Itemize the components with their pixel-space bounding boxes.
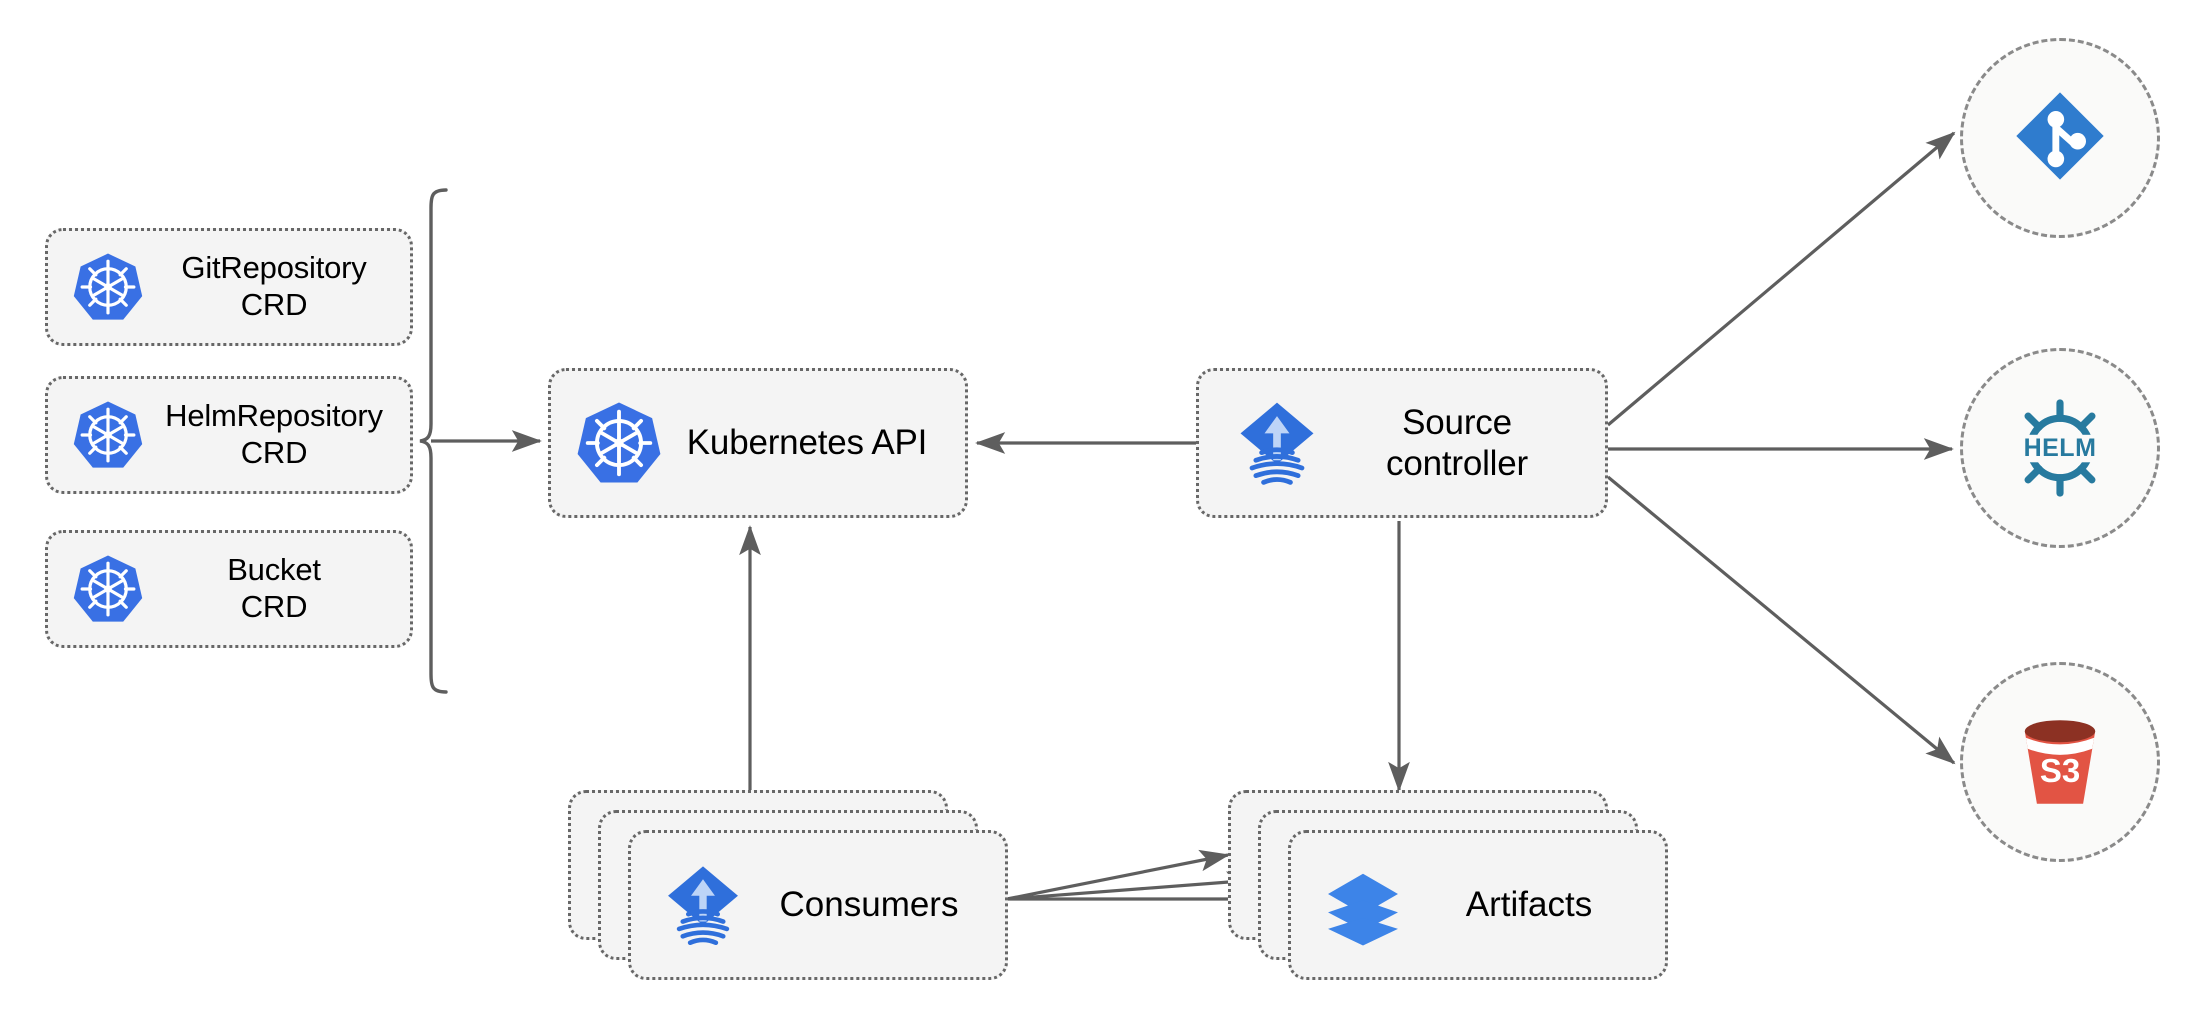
helm-icon: HELM	[2005, 393, 2115, 503]
kubernetes-icon	[70, 397, 146, 473]
node-label: GitRepository CRD	[181, 250, 367, 322]
s3-bucket-icon: S3	[2005, 707, 2115, 817]
node-bucket-crd[interactable]: Bucket CRD	[45, 530, 413, 648]
external-source-git[interactable]	[1960, 38, 2160, 238]
edge-consumers-to-artifacts-2	[1006, 871, 1257, 901]
kubernetes-icon	[573, 397, 665, 489]
layers-icon	[1317, 859, 1409, 951]
kubernetes-icon	[70, 551, 146, 627]
node-source-controller[interactable]: Source controller	[1196, 368, 1608, 518]
node-label: Artifacts	[1465, 885, 1593, 924]
node-kubernetes-api[interactable]: Kubernetes API	[548, 368, 968, 518]
stack-layer-front[interactable]: Consumers	[628, 830, 1008, 980]
edge-consumers-to-artifacts-1	[1006, 849, 1230, 901]
node-label: Source controller	[1386, 402, 1528, 483]
s3-label: S3	[2039, 752, 2081, 789]
node-label: HelmRepository CRD	[165, 398, 383, 470]
node-helmrepository-crd[interactable]: HelmRepository CRD	[45, 376, 413, 494]
node-gitrepository-crd[interactable]: GitRepository CRD	[45, 228, 413, 346]
node-label: Bucket CRD	[227, 552, 321, 624]
node-artifacts[interactable]: Artifacts	[1228, 790, 1668, 980]
node-label: Kubernetes API	[686, 423, 928, 463]
edge-source-controller-to-s3	[1606, 475, 1956, 765]
node-label: Consumers	[779, 885, 959, 924]
helm-label: HELM	[2023, 433, 2097, 462]
external-source-s3[interactable]: S3	[1960, 662, 2160, 862]
flux-icon	[657, 859, 749, 951]
external-source-helm[interactable]: HELM	[1960, 348, 2160, 548]
kubernetes-icon	[70, 249, 146, 325]
crd-group-brace	[419, 188, 448, 694]
flux-icon	[1229, 395, 1325, 491]
edge-source-controller-to-git	[1606, 131, 1956, 427]
stack-layer-front[interactable]: Artifacts	[1288, 830, 1668, 980]
node-consumers[interactable]: Consumers	[568, 790, 1008, 980]
git-icon	[2008, 84, 2112, 193]
